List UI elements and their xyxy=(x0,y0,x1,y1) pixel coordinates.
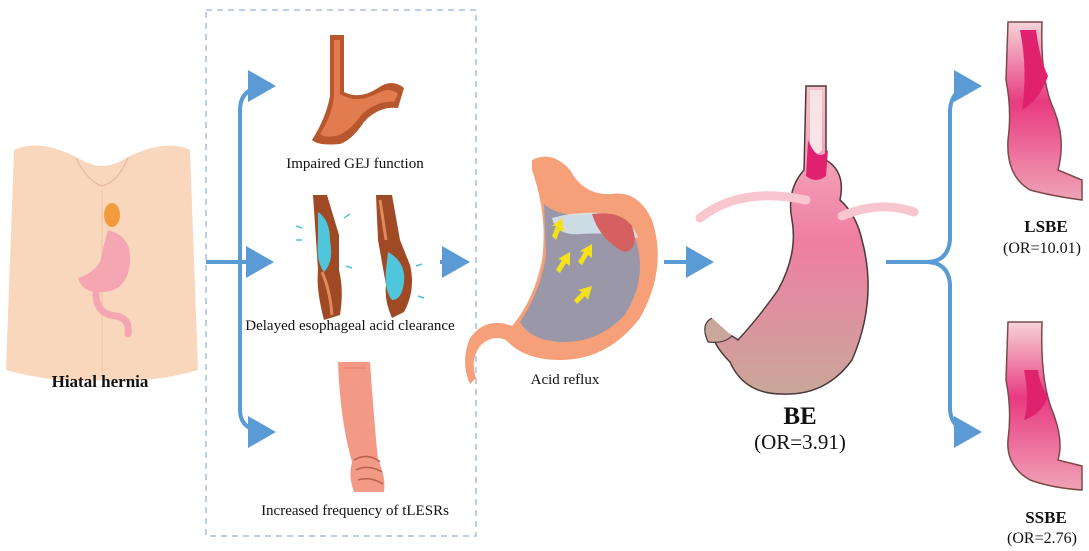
acid-reflux-label: Acid reflux xyxy=(510,372,620,389)
ssbe-odds-ratio: (OR=2.76) xyxy=(996,530,1088,548)
be-odds-ratio: (OR=3.91) xyxy=(740,430,860,455)
ssbe-esophagus xyxy=(1006,322,1082,490)
delayed-clearance-label: Delayed esophageal acid clearance xyxy=(230,318,470,335)
torso-illustration xyxy=(6,146,198,381)
ssbe-label: SSBE xyxy=(1006,508,1086,528)
clearance-illustration-2 xyxy=(376,195,412,318)
impaired-gej-label: Impaired GEJ function xyxy=(280,156,430,173)
lsbe-odds-ratio: (OR=10.01) xyxy=(996,240,1088,258)
clearance-illustration-1 xyxy=(313,195,342,320)
hiatal-hernia-label: Hiatal hernia xyxy=(30,372,170,392)
tlesr-illustration xyxy=(338,362,384,492)
increased-tlesrs-label: Increased frequency of tLESRs xyxy=(250,503,460,520)
branch-arrows-right xyxy=(886,86,978,432)
branch-arrows-left xyxy=(206,86,272,432)
be-label: BE xyxy=(770,403,830,431)
lsbe-esophagus xyxy=(1006,22,1082,200)
be-stomach xyxy=(700,86,914,394)
lsbe-label: LSBE xyxy=(1006,217,1086,237)
gej-illustration xyxy=(312,35,404,145)
